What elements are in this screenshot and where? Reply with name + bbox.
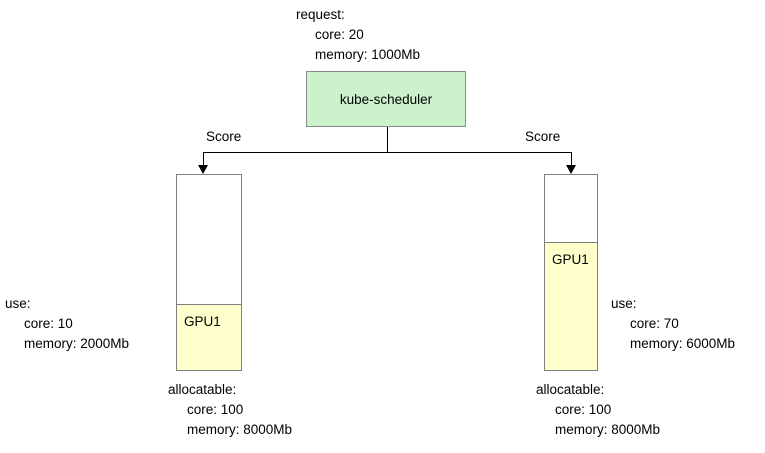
node-left-allocatable-head: allocatable: <box>168 382 237 397</box>
arrowhead-left-icon <box>198 165 208 174</box>
node-right-used-segment: GPU1 <box>545 242 597 370</box>
node-left-allocatable-core: core: 100 <box>187 402 244 417</box>
node-left-allocatable-annotation: allocatable: core: 100 memory: 8000Mb <box>168 380 292 440</box>
node-right-allocatable-annotation: allocatable: core: 100 memory: 8000Mb <box>536 380 660 440</box>
edge-label-score-right: Score <box>525 129 561 144</box>
node-right-use-annotation: use: core: 70 memory: 6000Mb <box>611 294 735 354</box>
edge-to-left-node <box>203 152 204 167</box>
node-right-use-core: core: 70 <box>630 316 679 331</box>
edge-to-right-node <box>571 152 572 167</box>
node-right-use-memory: memory: 6000Mb <box>630 336 736 351</box>
scheduler-trunk-line <box>387 127 388 153</box>
node-left-gpu-label: GPU1 <box>184 313 221 329</box>
node-right-capacity-bar[interactable]: GPU1 <box>544 174 598 371</box>
node-left-capacity-bar[interactable]: GPU1 <box>176 174 242 371</box>
kube-scheduler-node[interactable]: kube-scheduler <box>306 71 466 127</box>
request-memory: memory: 1000Mb <box>315 47 421 62</box>
node-right-allocatable-core: core: 100 <box>555 402 612 417</box>
node-left-use-core: core: 10 <box>24 316 73 331</box>
scheduler-branch-line <box>203 152 572 153</box>
node-left-use-head: use: <box>5 296 31 311</box>
node-right-free-segment <box>545 175 597 243</box>
node-left-used-segment: GPU1 <box>177 303 241 370</box>
node-left-use-annotation: use: core: 10 memory: 2000Mb <box>5 294 129 354</box>
arrowhead-right-icon <box>566 165 576 174</box>
node-left-free-segment <box>177 175 241 304</box>
request-head: request: <box>296 7 345 22</box>
edge-label-score-left: Score <box>206 129 242 144</box>
kube-scheduler-label: kube-scheduler <box>339 91 433 107</box>
node-right-gpu-label: GPU1 <box>552 252 589 268</box>
request-spec: request: core: 20 memory: 1000Mb <box>296 5 420 65</box>
node-right-allocatable-head: allocatable: <box>536 382 605 397</box>
node-right-allocatable-memory: memory: 8000Mb <box>555 422 661 437</box>
node-left-allocatable-memory: memory: 8000Mb <box>187 422 293 437</box>
request-core: core: 20 <box>315 27 364 42</box>
node-right-use-head: use: <box>611 296 637 311</box>
node-left-use-memory: memory: 2000Mb <box>24 336 130 351</box>
